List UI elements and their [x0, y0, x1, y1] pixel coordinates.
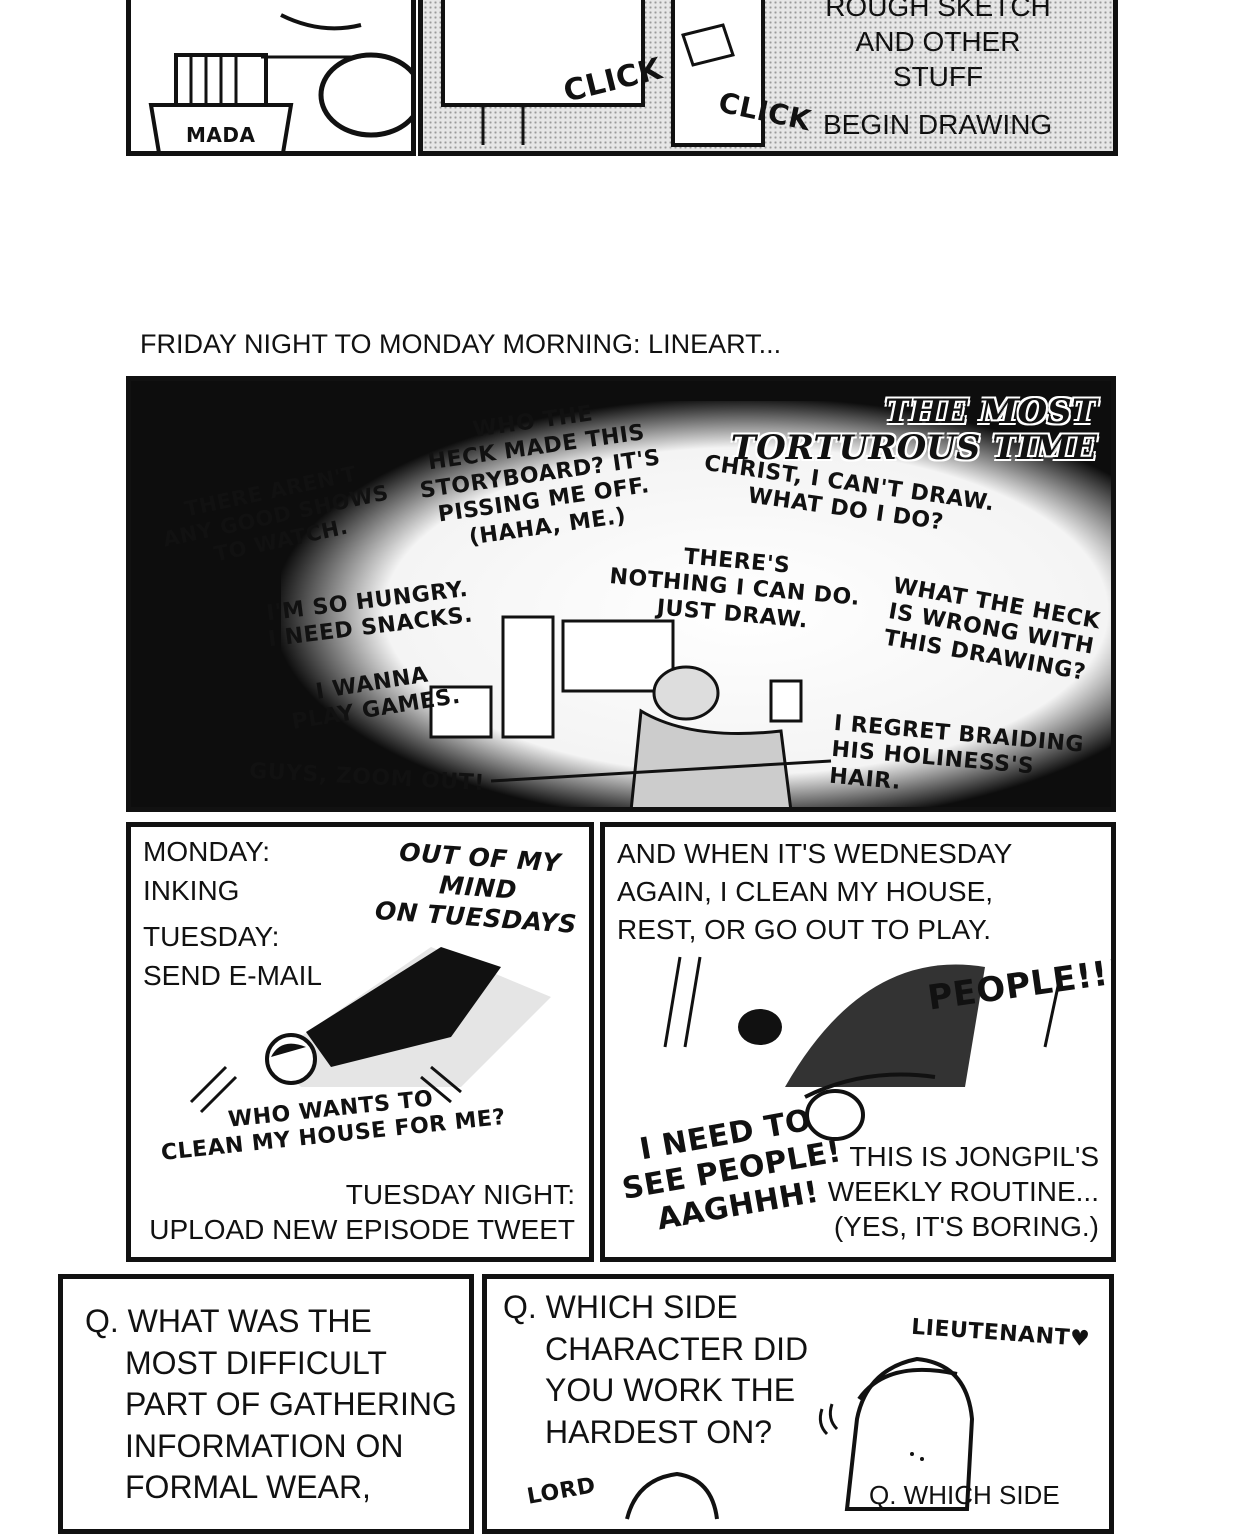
qa-right-question: Q. WHICH SIDE CHARACTER DID YOU WORK THE… [503, 1287, 808, 1453]
caption-line: AND OTHER STUFF [855, 26, 1021, 92]
out-of-my-mind-caption: OUT OF MY MIND ON TUESDAYS [364, 835, 589, 940]
night-panel: THE MOST TORTUROUS TIME THERE AREN'T ANY… [126, 376, 1116, 812]
routine-line: (YES, IT'S BORING.) [833, 1211, 1099, 1242]
weekly-routine-caption: THIS IS JONGPIL'S WEEKLY ROUTINE... (YES… [828, 1139, 1099, 1244]
tuesday-line: TUESDAY NIGHT: [345, 1179, 575, 1210]
wednesday-line: AND WHEN IT'S WEDNESDAY [617, 838, 1013, 869]
desk-scene [429, 615, 832, 807]
schedule-caption: MONDAY: INKING TUESDAY: SEND E-MAIL [143, 833, 322, 996]
routine-line: WEEKLY ROUTINE... [827, 1176, 1099, 1207]
top-left-panel: MADA [126, 0, 416, 156]
question-line: MOST DIFFICULT [125, 1344, 387, 1381]
question-line: Q. WHICH SIDE [503, 1289, 738, 1325]
title-line: TORTUROUS TIME [730, 427, 1097, 468]
most-torturous-title: THE MOST TORTUROUS TIME [730, 392, 1097, 468]
begin-drawing-caption: BEGIN DRAWING [823, 109, 1053, 140]
heart-icon: ♥ [1069, 1325, 1091, 1353]
tuesday-night-caption: TUESDAY NIGHT: UPLOAD NEW EPISODE TWEET [149, 1177, 575, 1247]
top-right-panel: CLICK CLICK ROUGH SKETCH AND OTHER STUFF… [418, 0, 1118, 156]
schedule-line: INKING [143, 874, 240, 906]
schedule-line: SEND E-MAIL [143, 959, 322, 991]
cup-drawing [148, 13, 411, 151]
title-line: THE MOST [884, 392, 1097, 432]
rough-sketch-caption: ROUGH SKETCH AND OTHER STUFF [808, 0, 1068, 94]
schedule-line: TUESDAY: [143, 921, 280, 953]
tuesday-line: UPLOAD NEW EPISODE TWEET [149, 1214, 575, 1245]
question-line: CHARACTER DID [545, 1330, 809, 1367]
wednesday-panel: AND WHEN IT'S WEDNESDAY AGAIN, I CLEAN M… [600, 822, 1116, 1262]
desk-drawing [441, 0, 765, 147]
wednesday-line: REST, OR GO OUT TO PLAY. [617, 913, 991, 945]
section-caption: FRIDAY NIGHT TO MONDAY MORNING: LINEART.… [140, 329, 782, 359]
small-question: Q. WHICH SIDE [869, 1480, 1060, 1510]
question-line: HARDEST ON? [545, 1413, 773, 1450]
mada-label: MADA [186, 123, 256, 147]
caption-line: ROUGH SKETCH [825, 0, 1051, 22]
question-line: YOU WORK THE [545, 1372, 796, 1409]
routine-line: THIS IS JONGPIL'S [849, 1141, 1099, 1172]
question-line: FORMAL WEAR, [125, 1469, 371, 1506]
monday-panel: MONDAY: INKING TUESDAY: SEND E-MAIL OUT … [126, 822, 594, 1262]
question-line: Q. WHAT WAS THE [85, 1303, 372, 1339]
qa-right-panel: Q. WHICH SIDE CHARACTER DID YOU WORK THE… [482, 1274, 1114, 1534]
question-line: PART OF GATHERING [125, 1386, 457, 1423]
running-figure [663, 956, 1062, 1141]
wednesday-caption: AND WHEN IT'S WEDNESDAY AGAIN, I CLEAN M… [617, 835, 1012, 948]
schedule-line: MONDAY: [143, 836, 271, 867]
wednesday-line: AGAIN, I CLEAN MY HOUSE, [617, 875, 994, 907]
lying-figure [189, 947, 551, 1114]
qa-left-question: Q. WHAT WAS THE MOST DIFFICULT PART OF G… [85, 1301, 457, 1509]
question-line: INFORMATION ON [125, 1427, 404, 1464]
qa-left-panel: Q. WHAT WAS THE MOST DIFFICULT PART OF G… [58, 1274, 474, 1534]
